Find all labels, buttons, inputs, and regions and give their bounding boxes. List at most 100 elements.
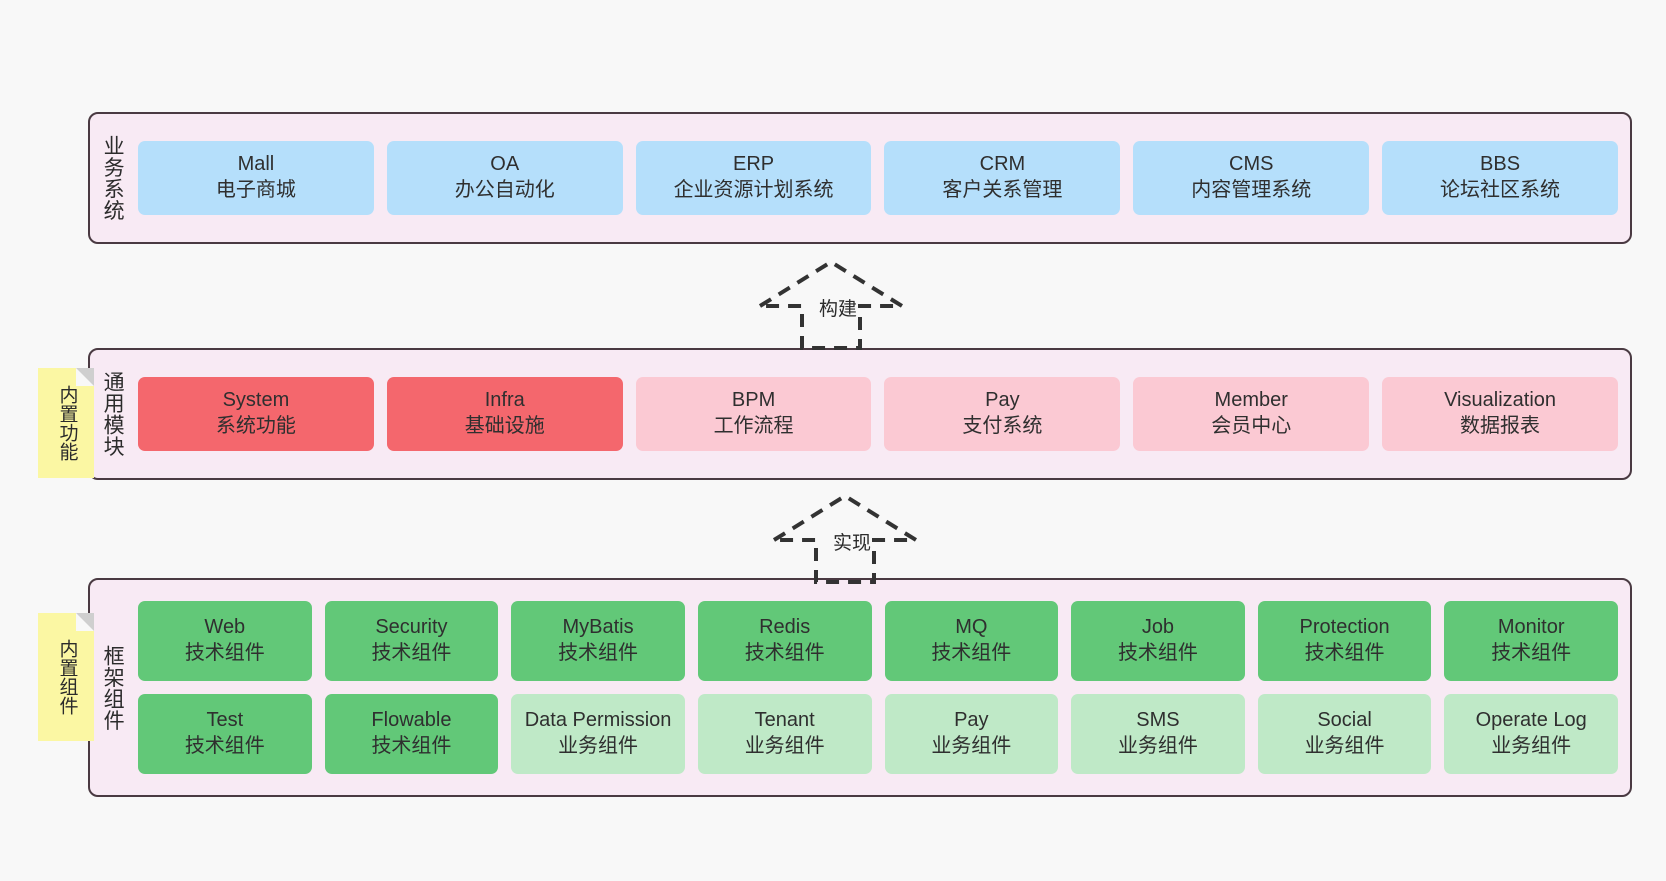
node-title: Monitor bbox=[1497, 616, 1565, 639]
node-subtitle: 技术组件 bbox=[558, 642, 639, 664]
node-data-permission[interactable]: Data Permission 业务组件 bbox=[511, 694, 685, 774]
arrow-build: 构建 bbox=[752, 258, 910, 350]
node-title: Pay bbox=[985, 389, 1020, 412]
node-oa[interactable]: OA 办公自动化 bbox=[386, 141, 623, 215]
node-title: ERP bbox=[733, 153, 775, 176]
arrow-implement-label: 实现 bbox=[833, 533, 872, 554]
node-subtitle: 数据报表 bbox=[1460, 415, 1541, 437]
layer-label-framework: 框架组件 bbox=[101, 644, 125, 731]
node-title: Infra bbox=[484, 389, 525, 412]
node-subtitle: 业务组件 bbox=[1491, 735, 1572, 757]
node-visualization[interactable]: Visualization 数据报表 bbox=[1382, 377, 1618, 451]
node-tenant[interactable]: Tenant 业务组件 bbox=[697, 694, 872, 774]
node-subtitle: 技术组件 bbox=[184, 735, 265, 757]
node-web[interactable]: Web 技术组件 bbox=[138, 601, 312, 681]
note-builtin-features: 内置功能 bbox=[38, 368, 94, 478]
node-title: Member bbox=[1214, 389, 1288, 412]
node-protection[interactable]: Protection 技术组件 bbox=[1257, 601, 1432, 681]
node-title: Tenant bbox=[754, 709, 815, 732]
node-title: Data Permission bbox=[524, 709, 672, 732]
node-subtitle: 工作流程 bbox=[713, 415, 794, 437]
node-subtitle: 业务组件 bbox=[1117, 735, 1198, 757]
arrow-build-icon bbox=[752, 259, 910, 350]
node-title: CRM bbox=[979, 153, 1026, 176]
node-subtitle: 基础设施 bbox=[464, 415, 545, 437]
node-title: SMS bbox=[1136, 709, 1180, 732]
node-monitor[interactable]: Monitor 技术组件 bbox=[1444, 601, 1618, 681]
node-operate-log[interactable]: Operate Log 业务组件 bbox=[1444, 694, 1618, 774]
layer-business-system: 业务系统 Mall 电子商城 OA 办公自动化 ERP 企业资源计划系统 CRM… bbox=[88, 112, 1632, 244]
node-test[interactable]: Test 技术组件 bbox=[138, 694, 312, 774]
node-title: Web bbox=[204, 616, 246, 639]
layer-body-framework: Web 技术组件 Security 技术组件 MyBatis 技术组件 Redi… bbox=[134, 580, 1630, 795]
node-title: BBS bbox=[1480, 153, 1521, 176]
node-subtitle: 内容管理系统 bbox=[1191, 179, 1312, 201]
node-security[interactable]: Security 技术组件 bbox=[324, 601, 499, 681]
node-subtitle: 技术组件 bbox=[371, 642, 452, 664]
node-title: System bbox=[222, 389, 290, 412]
node-subtitle: 论坛社区系统 bbox=[1440, 179, 1561, 201]
layer-common-module: 通用模块 System 系统功能 Infra 基础设施 BPM 工作流程 Pay… bbox=[88, 348, 1632, 480]
node-mall[interactable]: Mall 电子商城 bbox=[138, 141, 374, 215]
layer-label-business: 业务系统 bbox=[101, 135, 125, 221]
node-title: MQ bbox=[955, 616, 988, 639]
node-title: Redis bbox=[759, 616, 811, 639]
node-social[interactable]: Social 业务组件 bbox=[1257, 694, 1432, 774]
node-title: Flowable bbox=[371, 709, 452, 732]
arrow-build-label: 构建 bbox=[819, 299, 858, 320]
note-label: 内置功能 bbox=[56, 385, 78, 461]
node-mq[interactable]: MQ 技术组件 bbox=[884, 601, 1059, 681]
node-title: OA bbox=[490, 153, 520, 176]
node-redis[interactable]: Redis 技术组件 bbox=[697, 601, 872, 681]
node-flowable[interactable]: Flowable 技术组件 bbox=[324, 694, 499, 774]
node-subtitle: 业务组件 bbox=[558, 735, 639, 757]
node-title: Job bbox=[1141, 616, 1175, 639]
node-title: Test bbox=[206, 709, 244, 732]
node-subtitle: 技术组件 bbox=[744, 642, 825, 664]
node-bbs[interactable]: BBS 论坛社区系统 bbox=[1382, 141, 1618, 215]
node-subtitle: 系统功能 bbox=[215, 415, 296, 437]
node-subtitle: 技术组件 bbox=[931, 642, 1012, 664]
layer-framework-component: 框架组件 Web 技术组件 Security 技术组件 MyBatis 技术组件… bbox=[88, 578, 1632, 797]
node-job[interactable]: Job 技术组件 bbox=[1071, 601, 1245, 681]
node-title: Mall bbox=[237, 153, 275, 176]
node-title: Social bbox=[1317, 709, 1372, 732]
node-row: Mall 电子商城 OA 办公自动化 ERP 企业资源计划系统 CRM 客户关系… bbox=[138, 141, 1618, 215]
node-subtitle: 电子商城 bbox=[215, 179, 296, 201]
node-bpm[interactable]: BPM 工作流程 bbox=[635, 377, 872, 451]
note-builtin-components: 内置组件 bbox=[38, 613, 94, 741]
layer-label-common: 通用模块 bbox=[101, 371, 125, 457]
node-subtitle: 技术组件 bbox=[371, 735, 452, 757]
node-infra[interactable]: Infra 基础设施 bbox=[386, 377, 623, 451]
node-row: Test 技术组件 Flowable 技术组件 Data Permission … bbox=[138, 694, 1618, 774]
layer-body-common: System 系统功能 Infra 基础设施 BPM 工作流程 Pay 支付系统… bbox=[134, 350, 1630, 478]
node-title: Operate Log bbox=[1475, 709, 1587, 732]
node-title: Security bbox=[375, 616, 448, 639]
node-sms[interactable]: SMS 业务组件 bbox=[1071, 694, 1245, 774]
node-pay[interactable]: Pay 支付系统 bbox=[884, 377, 1121, 451]
node-erp[interactable]: ERP 企业资源计划系统 bbox=[635, 141, 872, 215]
node-pay-component[interactable]: Pay 业务组件 bbox=[884, 694, 1059, 774]
node-member[interactable]: Member 会员中心 bbox=[1133, 377, 1370, 451]
node-subtitle: 办公自动化 bbox=[454, 179, 555, 201]
node-title: Visualization bbox=[1444, 389, 1557, 412]
node-row: System 系统功能 Infra 基础设施 BPM 工作流程 Pay 支付系统… bbox=[138, 377, 1618, 451]
node-subtitle: 技术组件 bbox=[1304, 642, 1385, 664]
node-subtitle: 客户关系管理 bbox=[942, 179, 1063, 201]
note-label: 内置组件 bbox=[56, 639, 78, 715]
arrow-implement: 实现 bbox=[766, 492, 924, 584]
node-row: Web 技术组件 Security 技术组件 MyBatis 技术组件 Redi… bbox=[138, 601, 1618, 681]
node-subtitle: 技术组件 bbox=[1117, 642, 1198, 664]
layer-body-business: Mall 电子商城 OA 办公自动化 ERP 企业资源计划系统 CRM 客户关系… bbox=[134, 114, 1630, 242]
node-subtitle: 业务组件 bbox=[931, 735, 1012, 757]
node-cms[interactable]: CMS 内容管理系统 bbox=[1133, 141, 1370, 215]
node-title: Pay bbox=[954, 709, 989, 732]
node-crm[interactable]: CRM 客户关系管理 bbox=[884, 141, 1121, 215]
node-mybatis[interactable]: MyBatis 技术组件 bbox=[511, 601, 685, 681]
node-subtitle: 会员中心 bbox=[1211, 415, 1292, 437]
node-subtitle: 技术组件 bbox=[184, 642, 265, 664]
node-system[interactable]: System 系统功能 bbox=[138, 377, 374, 451]
node-title: CMS bbox=[1229, 153, 1274, 176]
node-subtitle: 业务组件 bbox=[1304, 735, 1385, 757]
